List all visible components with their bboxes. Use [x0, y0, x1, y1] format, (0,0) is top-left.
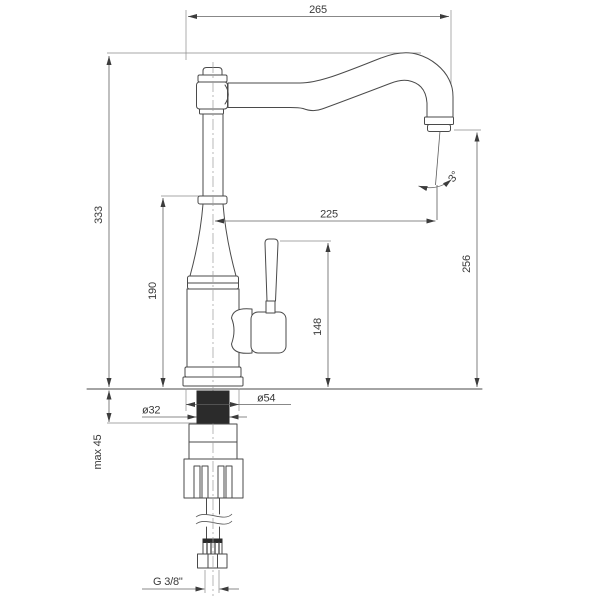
stream-tilted-line — [435, 130, 441, 186]
column-top-ring — [197, 195, 228, 205]
lever-bar — [264, 238, 279, 302]
outlet-aerator — [427, 124, 451, 132]
stream-angle-label: 3° — [446, 169, 462, 184]
angle-arc — [418, 179, 452, 191]
dim-max-counter-label: max 45 — [92, 434, 104, 469]
faucet-body — [182, 52, 454, 387]
handle-base — [250, 311, 287, 354]
dim-thread-label: G 3/8" — [153, 576, 183, 588]
bracket-slot — [193, 465, 201, 499]
break-symbol — [195, 520, 233, 525]
dim-outlet-height-label: 256 — [461, 255, 473, 273]
handle — [231, 238, 287, 354]
spout-cap-top — [202, 67, 223, 76]
collar-lower-ring — [199, 108, 224, 115]
dim-lever-height-label: 148 — [312, 318, 324, 336]
hose-nut — [197, 553, 228, 569]
bracket-slot — [201, 465, 209, 499]
thread-connector-band — [202, 538, 223, 543]
dim-body-height-label: 190 — [147, 282, 159, 300]
dim-base-diameter-label: ø54 — [257, 393, 275, 405]
mounting-hardware — [183, 423, 244, 569]
outlet-collar — [424, 116, 454, 125]
lever-stem — [265, 300, 276, 314]
reference-lines — [86, 10, 483, 424]
spout-cap-ring — [197, 74, 228, 83]
dim-spout-reach-label: 225 — [320, 209, 338, 221]
bracket-slot — [225, 465, 233, 499]
handle-boss — [231, 308, 253, 354]
dim-tailpiece-label: ø32 — [142, 405, 160, 417]
dim-overall-height-label: 333 — [93, 206, 105, 224]
bracket-slot — [217, 465, 225, 499]
break-symbol — [195, 513, 233, 518]
tailpiece-gasket — [196, 390, 230, 424]
spout-joint-curve — [224, 84, 229, 105]
dimension-annotations: 265 333 190 225 256 148 ø54 ø32 max 45 — [92, 4, 480, 593]
stream-angle-annotation: 3° — [418, 130, 462, 220]
mounting-bracket — [183, 458, 244, 499]
spout-collar — [196, 81, 228, 110]
spout-arm — [227, 52, 454, 118]
dim-spout-span-label: 265 — [309, 4, 327, 16]
